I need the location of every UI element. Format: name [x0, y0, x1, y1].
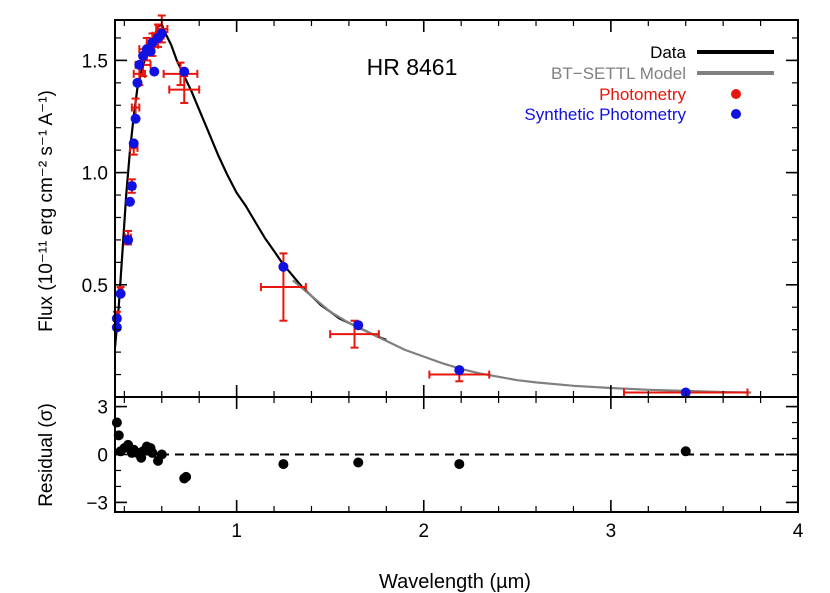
legend-label: BT−SETTL Model — [551, 64, 686, 83]
residual-point — [278, 459, 289, 470]
synthetic-photometry-point — [111, 313, 122, 324]
x-tick-label: 4 — [793, 521, 804, 542]
synthetic-photometry-point — [130, 113, 141, 124]
synthetic-photometry-point — [145, 46, 156, 57]
y-tick-label: 0.5 — [82, 276, 108, 297]
y-tick-label: 1.5 — [82, 51, 108, 72]
synthetic-photometry-point — [126, 181, 137, 192]
synthetic-photometry-point — [111, 322, 122, 333]
synthetic-photometry-point — [156, 28, 167, 39]
synthetic-photometry-point — [132, 77, 143, 88]
legend-label: Photometry — [599, 85, 686, 104]
synthetic-photometry-point — [134, 59, 145, 70]
synthetic-photometry-point — [179, 66, 190, 77]
synthetic-photometry-point — [353, 320, 364, 331]
flux-y-axis-label: Flux (10⁻¹¹ erg cm⁻² s⁻¹ A⁻¹) — [36, 90, 57, 332]
residual-point — [454, 459, 465, 470]
chart-title: HR 8461 — [367, 54, 458, 80]
synthetic-photometry-point — [128, 138, 139, 149]
y-tick-label: 1.0 — [82, 164, 108, 185]
synthetic-photometry-point — [123, 234, 134, 245]
x-axis-label: Wavelength (µm) — [379, 571, 531, 593]
residual-point — [353, 457, 364, 468]
residual-point — [181, 471, 192, 482]
residual-plot-frame — [114, 396, 799, 513]
legend-dot-swatch — [731, 109, 741, 119]
residual-y-axis-label: Residual (σ) — [36, 403, 57, 507]
photometry-point — [168, 75, 201, 105]
legend-label: Data — [650, 43, 686, 62]
synthetic-photometry-point — [124, 196, 135, 207]
legend-label: Synthetic Photometry — [524, 105, 686, 124]
synthetic-photometry-point — [454, 365, 465, 376]
synthetic-photometry-point — [149, 66, 160, 77]
residual-point — [113, 430, 124, 441]
synthetic-photometry-point — [278, 261, 289, 272]
x-tick-label: 2 — [418, 521, 429, 542]
legend-dot-swatch — [731, 89, 741, 99]
series-line-1 — [292, 279, 752, 394]
synthetic-photometry-point — [115, 288, 126, 299]
y-tick-label: −3 — [86, 493, 108, 514]
x-tick-label: 3 — [606, 521, 617, 542]
y-tick-label: 3 — [97, 398, 108, 419]
x-tick-label: 1 — [231, 521, 242, 542]
residual-panel: −3 0 3 1 2 3 4 — [86, 396, 804, 542]
y-tick-label: 0 — [97, 446, 108, 467]
